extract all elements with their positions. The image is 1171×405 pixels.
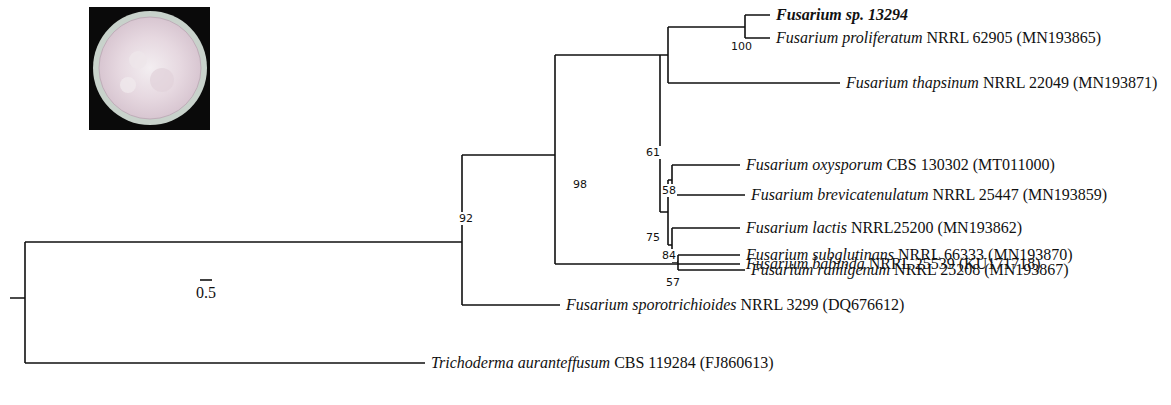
strain-accession: NRRL 3299 (DQ676612)	[741, 296, 905, 314]
tree-branches	[10, 15, 840, 363]
bootstrap-value: 84	[661, 249, 677, 262]
scale-value: 0.5	[196, 284, 216, 302]
strain-accession: NRRL 25539 (KU171718)	[869, 255, 1041, 273]
bootstrap-value: 57	[665, 276, 681, 289]
bootstrap-value: 92	[458, 212, 474, 225]
taxon-name: Fusarium lactis	[746, 219, 847, 237]
taxon-name: Fusarium thapsinum	[846, 74, 979, 92]
strain-accession: CBS 119284 (FJ860613)	[614, 354, 773, 372]
strain-accession: NRRL 22049 (MN193871)	[983, 74, 1158, 92]
taxon-name: Fusarium babinda	[746, 255, 865, 273]
taxon-name: Fusarium proliferatum	[776, 29, 923, 47]
strain-accession: NRRL 25447 (MN193859)	[933, 186, 1108, 204]
strain-accession: NRRL 62905 (MN193865)	[927, 29, 1102, 47]
bootstrap-value: 61	[645, 146, 661, 159]
taxon-name: Trichoderma auranteffusum	[431, 354, 610, 372]
bootstrap-value: 98	[572, 178, 588, 191]
bootstrap-value: 100	[730, 40, 753, 53]
strain-accession: NRRL25200 (MN193862)	[851, 219, 1022, 237]
taxon-name: Fusarium sporotrichioides	[566, 296, 737, 314]
bootstrap-value: 58	[661, 184, 677, 197]
bootstrap-value: 75	[645, 231, 661, 244]
taxon-name: Fusarium oxysporum	[746, 156, 882, 174]
strain-accession: CBS 130302 (MT011000)	[886, 156, 1054, 174]
taxon-name: Fusarium sp. 13294	[776, 6, 908, 24]
taxon-name: Fusarium brevicatenulatum	[751, 186, 929, 204]
petri-dish-photo	[89, 7, 210, 130]
